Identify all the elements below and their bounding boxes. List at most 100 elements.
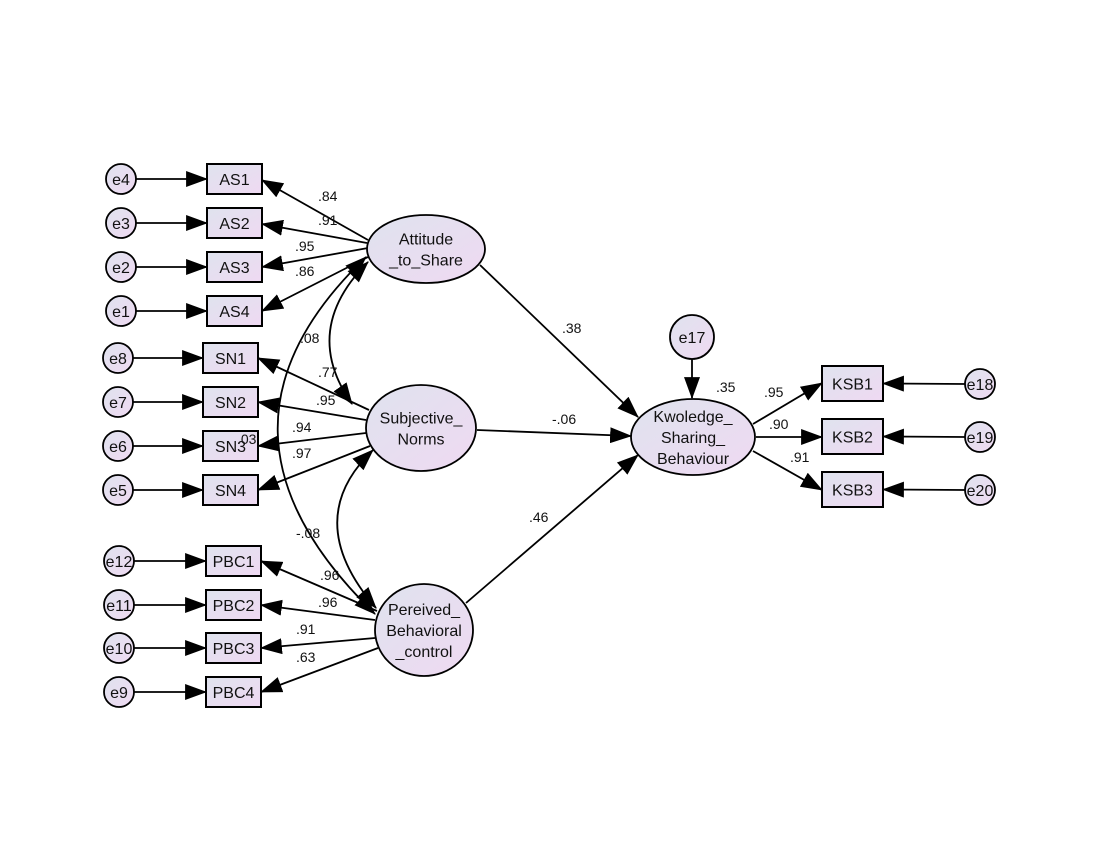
error-label: e20 <box>967 483 994 500</box>
error-circle <box>105 207 137 239</box>
error-circle <box>102 474 134 506</box>
error-e10[interactable]: e10 <box>103 632 135 664</box>
path-arrow-pbc-ksb <box>465 454 639 604</box>
error-label: e1 <box>112 304 130 321</box>
loading-arrow-as2 <box>260 219 368 244</box>
loading-arrow-ksb3 <box>752 450 823 491</box>
loading-sn2: .95 <box>316 392 336 408</box>
indicator-box <box>821 365 884 402</box>
error-circle <box>103 676 135 708</box>
indicator-sn3[interactable]: SN3 <box>202 430 259 462</box>
loading-pbc3: .91 <box>296 621 316 637</box>
loading-as3: .95 <box>295 238 315 254</box>
indicator-box <box>202 474 259 506</box>
error-label: e11 <box>106 598 132 615</box>
error-arrow-e18 <box>881 375 966 392</box>
indicator-ksb2[interactable]: KSB2 <box>821 418 884 455</box>
indicator-ksb3[interactable]: KSB3 <box>821 471 884 508</box>
indicator-box <box>821 471 884 508</box>
loading-ksb3: .91 <box>790 449 810 465</box>
latent-ellipse <box>374 583 474 677</box>
indicator-label: KSB2 <box>832 430 873 447</box>
error-e8[interactable]: e8 <box>102 342 134 374</box>
error-e11[interactable]: e11 <box>103 589 135 621</box>
edges-layer <box>133 171 966 700</box>
indicator-box <box>202 386 259 418</box>
indicator-sn2[interactable]: SN2 <box>202 386 259 418</box>
indicator-label: SN1 <box>215 351 246 368</box>
indicator-label: PBC1 <box>213 554 255 571</box>
indicator-as1[interactable]: AS1 <box>206 163 263 195</box>
error-e20[interactable]: e20 <box>964 474 996 506</box>
indicator-as2[interactable]: AS2 <box>206 207 263 239</box>
error-e4[interactable]: e4 <box>105 163 137 195</box>
error-circle <box>102 430 134 462</box>
latent-label-line: _control <box>395 644 453 661</box>
error-e17[interactable]: e17 <box>669 314 715 360</box>
latent-label-line: Attitude <box>399 232 453 249</box>
error-label: e8 <box>109 351 127 368</box>
latent-att[interactable]: Attitude_to_Share <box>366 214 486 284</box>
indicator-pbc2[interactable]: PBC2 <box>205 589 262 621</box>
loading-arrow-pbc3 <box>259 637 376 655</box>
loading-sn1: .77 <box>318 364 338 380</box>
indicator-pbc4[interactable]: PBC4 <box>205 676 262 708</box>
indicator-box <box>205 589 262 621</box>
error-e2[interactable]: e2 <box>105 251 137 283</box>
indicator-box <box>206 207 263 239</box>
error-circle <box>102 386 134 418</box>
error-e19[interactable]: e19 <box>964 421 996 453</box>
path-coef-att-ksb: .38 <box>562 320 582 336</box>
loading-as1: .84 <box>318 188 338 204</box>
indicator-box <box>202 430 259 462</box>
loading-sn4: .97 <box>292 445 312 461</box>
indicator-box <box>206 251 263 283</box>
error-e7[interactable]: e7 <box>102 386 134 418</box>
error-e9[interactable]: e9 <box>103 676 135 708</box>
path-arrow-sn-ksb <box>476 427 633 444</box>
indicator-as4[interactable]: AS4 <box>206 295 263 327</box>
error-label: e7 <box>109 395 127 412</box>
path-arrow-att-ksb <box>479 264 639 418</box>
loading-as4: .86 <box>295 263 315 279</box>
error-e1[interactable]: e1 <box>105 295 137 327</box>
indicator-as3[interactable]: AS3 <box>206 251 263 283</box>
nodes-layer: AS1AS2AS3AS4SN1SN2SN3SN4PBC1PBC2PBC3PBC4… <box>102 163 996 708</box>
loading-pbc4: .63 <box>296 649 316 665</box>
error-e12[interactable]: e12 <box>103 545 135 577</box>
indicator-label: PBC3 <box>213 641 255 658</box>
indicator-label: AS2 <box>219 216 249 233</box>
error-e5[interactable]: e5 <box>102 474 134 506</box>
error-e18[interactable]: e18 <box>964 368 996 400</box>
indicator-sn1[interactable]: SN1 <box>202 342 259 374</box>
error-e3[interactable]: e3 <box>105 207 137 239</box>
indicator-box <box>206 295 263 327</box>
loading-arrow-sn3 <box>256 432 367 452</box>
indicator-ksb1[interactable]: KSB1 <box>821 365 884 402</box>
error-circle <box>103 632 135 664</box>
cov-att-sn: .08 <box>300 330 320 346</box>
error-circle <box>105 295 137 327</box>
error-circle <box>964 421 996 453</box>
r2-ksb: .35 <box>716 379 736 395</box>
latent-label-line: Pereived_ <box>388 602 461 619</box>
indicator-box <box>205 632 262 664</box>
indicator-pbc1[interactable]: PBC1 <box>205 545 262 577</box>
indicator-label: AS3 <box>219 260 249 277</box>
error-arrow-e20 <box>881 481 966 498</box>
loading-arrow-ksb1 <box>752 382 823 425</box>
indicator-pbc3[interactable]: PBC3 <box>205 632 262 664</box>
cov-curve-att-pbc <box>276 256 376 615</box>
cov-curve-att-sn <box>328 261 369 405</box>
error-circle <box>105 251 137 283</box>
latent-pbc[interactable]: Pereived_Behavioral_control <box>374 583 474 677</box>
indicator-sn4[interactable]: SN4 <box>202 474 259 506</box>
latent-ksb[interactable]: Kwoledge_Sharing_Behaviour <box>630 398 756 476</box>
error-label: e19 <box>967 430 994 447</box>
latent-sn[interactable]: Subjective_Norms <box>365 384 477 472</box>
loading-pbc1: .96 <box>320 567 340 583</box>
loading-arrow-sn1 <box>257 357 370 411</box>
error-arrow-e19 <box>881 428 966 445</box>
error-e6[interactable]: e6 <box>102 430 134 462</box>
